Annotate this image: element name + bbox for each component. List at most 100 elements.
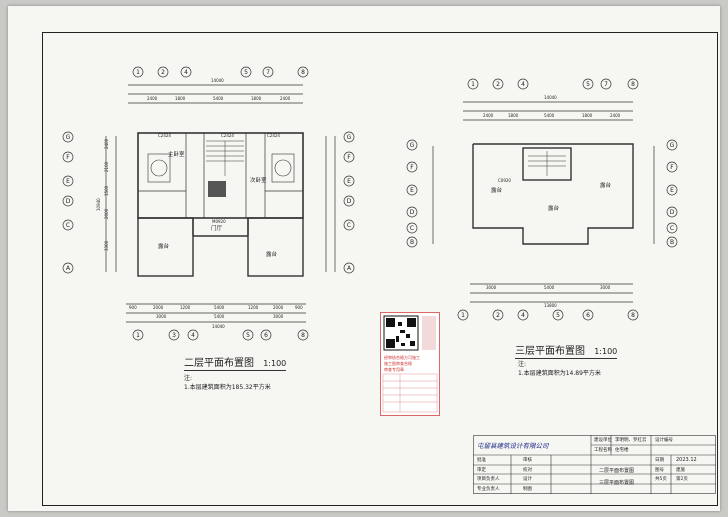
p3-dim-bottom: 3000 bbox=[486, 285, 497, 290]
project-value: 住宅楼 bbox=[615, 448, 629, 453]
p3-bottom-axis-circle bbox=[457, 309, 469, 321]
p3-top-axis-circle bbox=[517, 78, 529, 90]
project-label: 工程名称 bbox=[594, 448, 612, 453]
second-floor-title: 二层平面布置图 1:100 bbox=[184, 354, 287, 371]
p3-dim-top: 1800 bbox=[582, 113, 593, 118]
p3-top-axis-circle bbox=[492, 78, 504, 90]
second-floor-note: 注: 1.本层建筑面积为185.32平方米 bbox=[184, 374, 271, 392]
p2-top-axis-label: 2 bbox=[161, 69, 165, 76]
p2-top-axis-label: 5 bbox=[244, 69, 248, 76]
p2-room-master-bedroom: 主卧室 bbox=[168, 150, 185, 158]
p3-dim-bottom: 3000 bbox=[600, 285, 611, 290]
stamp-line: 审查专用章 bbox=[384, 367, 404, 372]
p2-bottom-axis-circle bbox=[260, 329, 272, 341]
p3-bottom-axis-circle bbox=[582, 309, 594, 321]
stamp-text: 经审核合格方可施工 施工图审查合格 审查专用章 bbox=[384, 355, 420, 373]
p2-room-foyer: 门厅 bbox=[211, 224, 223, 232]
p3-bottom-axis-circle bbox=[517, 309, 529, 321]
p3-right-axis-label: F bbox=[670, 164, 674, 171]
p2-dim-left: 2000 bbox=[104, 208, 109, 219]
p2-dim-top: 5400 bbox=[213, 96, 224, 101]
third-floor-note: 注: 1.本层建筑面积为14.89平方米 bbox=[518, 360, 601, 378]
stamp-header: 经审核合格方可施工 bbox=[384, 355, 420, 360]
second-floor-note-text: 1.本层建筑面积为185.32平方米 bbox=[184, 384, 271, 391]
owner-value: 李明明、罗红云 bbox=[615, 438, 647, 443]
third-floor-title: 三层平面布置图 1:100 bbox=[515, 342, 618, 359]
p3-right-axis-label: C bbox=[670, 225, 674, 232]
p2-window-label: C2424 bbox=[267, 133, 280, 138]
owner-label: 建设单位 bbox=[594, 438, 612, 443]
p2-dim-bottom: 900 bbox=[295, 305, 303, 310]
p2-dim-left: 3300 bbox=[104, 240, 109, 251]
p2-dim-left: 2400 bbox=[104, 138, 109, 149]
drawing-sheet: 1 2 4 5 7 8 bbox=[8, 6, 720, 511]
p3-left-axis-label: D bbox=[410, 209, 415, 216]
p2-right-axis-label: E bbox=[347, 178, 351, 185]
p3-dim-top: 2400 bbox=[610, 113, 621, 118]
row-label: 校对 bbox=[523, 468, 532, 473]
p3-room-terrace: 露台 bbox=[548, 204, 560, 212]
p2-bottom-axis-circle bbox=[168, 329, 180, 341]
p2-bottom-axis-label: 8 bbox=[301, 332, 305, 339]
p3-right-axis-circle bbox=[666, 139, 678, 151]
p2-right-axis-circle bbox=[343, 195, 355, 207]
p2-top-axis-circle bbox=[180, 66, 192, 78]
second-floor-note-label: 注: bbox=[184, 375, 193, 382]
p3-top-axis-label: 7 bbox=[604, 81, 608, 88]
row-label: 设计 bbox=[523, 477, 532, 482]
drawing-name: 二层平面布置图 bbox=[599, 468, 635, 474]
third-floor-title-text: 三层平面布置图 bbox=[515, 346, 585, 357]
p2-dim-left: 1500 bbox=[104, 185, 109, 196]
row-label: 制图 bbox=[523, 487, 532, 492]
p2-left-axis-circle bbox=[62, 262, 74, 274]
p2-bottom-axis-label: 5 bbox=[246, 332, 250, 339]
p3-left-axis-circle bbox=[406, 161, 418, 173]
p2-door-label: M0920 bbox=[212, 219, 226, 224]
p3-dim-top: 5400 bbox=[544, 113, 555, 118]
page-value: 第2页 bbox=[676, 477, 688, 482]
p2-left-axis-label: F bbox=[66, 154, 70, 161]
p3-bottom-axis-circle bbox=[627, 309, 639, 321]
p3-top-axis-circle bbox=[627, 78, 639, 90]
p3-bottom-axis-label: 6 bbox=[586, 312, 590, 319]
third-floor-note-label: 注: bbox=[518, 361, 527, 368]
p2-dim-top: 2400 bbox=[280, 96, 291, 101]
p3-bottom-axis-circle bbox=[552, 309, 564, 321]
row-label: 批准 bbox=[477, 458, 486, 463]
title-block-grid bbox=[473, 435, 716, 494]
p2-dim-bottom2: 3000 bbox=[273, 314, 284, 319]
p2-top-axis-circle bbox=[132, 66, 144, 78]
p2-bottom-axis-circle bbox=[187, 329, 199, 341]
p2-right-axis-circle bbox=[343, 262, 355, 274]
p3-bottom-axis-circle bbox=[492, 309, 504, 321]
p3-left-axis-label: F bbox=[410, 164, 414, 171]
p2-dim-top: 2400 bbox=[147, 96, 158, 101]
p3-bottom-axis-label: 4 bbox=[521, 312, 525, 319]
p2-room-second-bedroom: 次卧室 bbox=[250, 176, 267, 184]
p2-dim-bottom: 1200 bbox=[180, 305, 191, 310]
p3-bottom-axis-label: 8 bbox=[631, 312, 635, 319]
p2-dim-bottom: 1200 bbox=[248, 305, 259, 310]
p2-bottom-axis-circle bbox=[242, 329, 254, 341]
p2-top-axis-label: 1 bbox=[136, 69, 140, 76]
stamp-line: 施工图审查合格 bbox=[384, 361, 412, 366]
p3-dim-bottom: 5400 bbox=[544, 285, 555, 290]
p3-top-axis-label: 2 bbox=[496, 81, 500, 88]
p2-left-axis-circle bbox=[62, 151, 74, 163]
p2-dim-bottom: 2000 bbox=[153, 305, 164, 310]
p2-dim-bottom: 900 bbox=[129, 305, 137, 310]
p2-right-axis-label: D bbox=[347, 198, 352, 205]
p3-top-axis-circle bbox=[582, 78, 594, 90]
p2-bottom-axis-label: 1 bbox=[136, 332, 140, 339]
p3-left-axis-label: G bbox=[410, 142, 415, 149]
sheet-label: 图号 bbox=[655, 468, 664, 473]
p2-right-axis-circle bbox=[343, 175, 355, 187]
row-label: 审核 bbox=[523, 458, 532, 463]
p3-left-axis-label: E bbox=[410, 187, 414, 194]
p3-dim-bottom-total: 13800 bbox=[544, 303, 557, 308]
floor-plans-drawing: 1 2 4 5 7 8 bbox=[62, 66, 678, 341]
